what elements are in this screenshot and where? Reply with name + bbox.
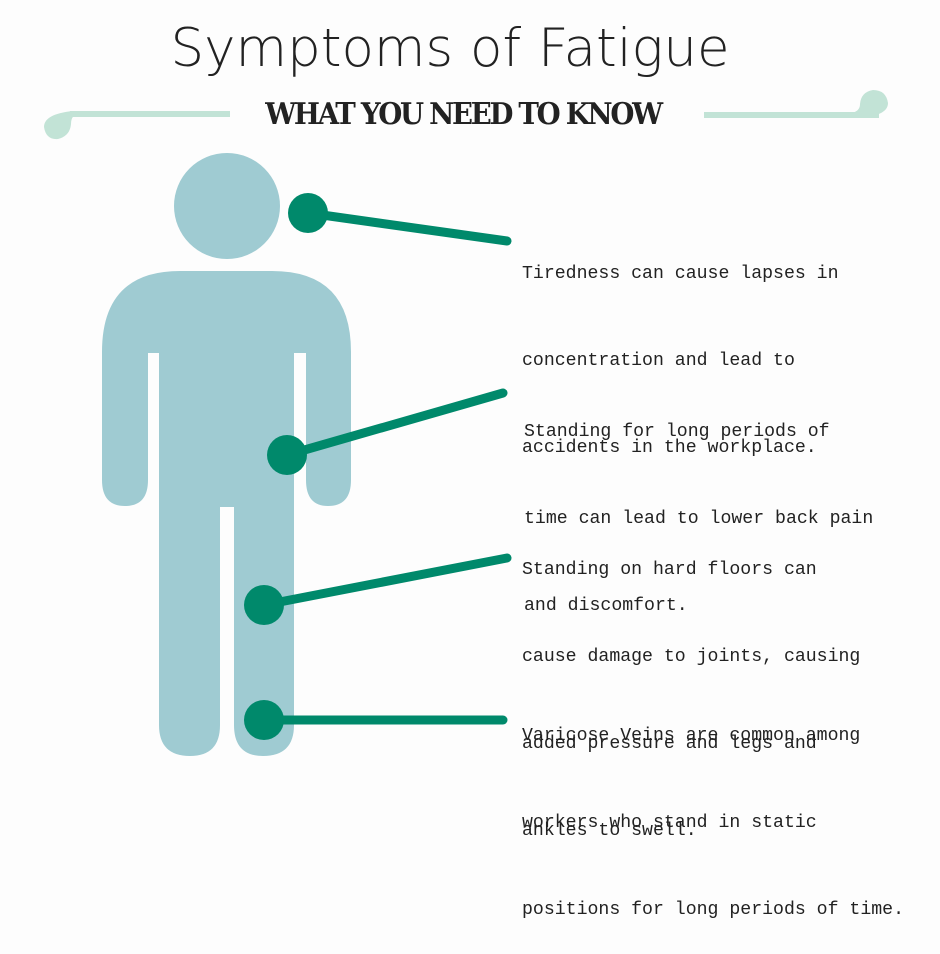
note-line: workers who stand in static: [522, 813, 817, 833]
symptom-note-lower-back: Standing for long periods of time can le…: [524, 360, 873, 650]
note-line: Standing on hard floors can: [522, 560, 817, 580]
note-line: Tiredness can cause lapses in: [522, 264, 839, 284]
note-line: positions for long periods of time.: [522, 900, 904, 920]
pointer-lower-legs: [244, 700, 508, 740]
figure-head: [174, 153, 280, 259]
note-line: added pressure and legs and: [522, 734, 817, 754]
symptom-note-varicose-veins: Varicose Veins are common among workers …: [522, 664, 904, 954]
note-line: concentration and lead to: [522, 351, 795, 371]
page-subtitle: WHAT YOU NEED TO KNOW: [241, 90, 685, 140]
pointer-head: [288, 193, 512, 246]
human-figure: [102, 153, 351, 756]
page-title: Symptoms of Fatigue: [170, 18, 730, 79]
pointer-lower-back: [267, 388, 508, 475]
note-line: time can lead to lower back pain: [524, 509, 874, 529]
symptom-note-head: Tiredness can cause lapses in concentrat…: [522, 202, 839, 492]
note-line: accidents in the workplace.: [522, 438, 817, 458]
figure-torso: [102, 271, 351, 756]
note-line: cause damage to joints, causing: [522, 647, 861, 667]
note-line: Standing for long periods of: [524, 422, 830, 442]
right-accent-line: [704, 90, 888, 118]
left-accent-line: [44, 111, 230, 140]
note-line: Varicose Veins are common among: [522, 726, 861, 746]
pointer-legs-joints: [244, 553, 512, 625]
note-line: and discomfort.: [524, 596, 688, 616]
infographic-graphics: [44, 90, 888, 756]
